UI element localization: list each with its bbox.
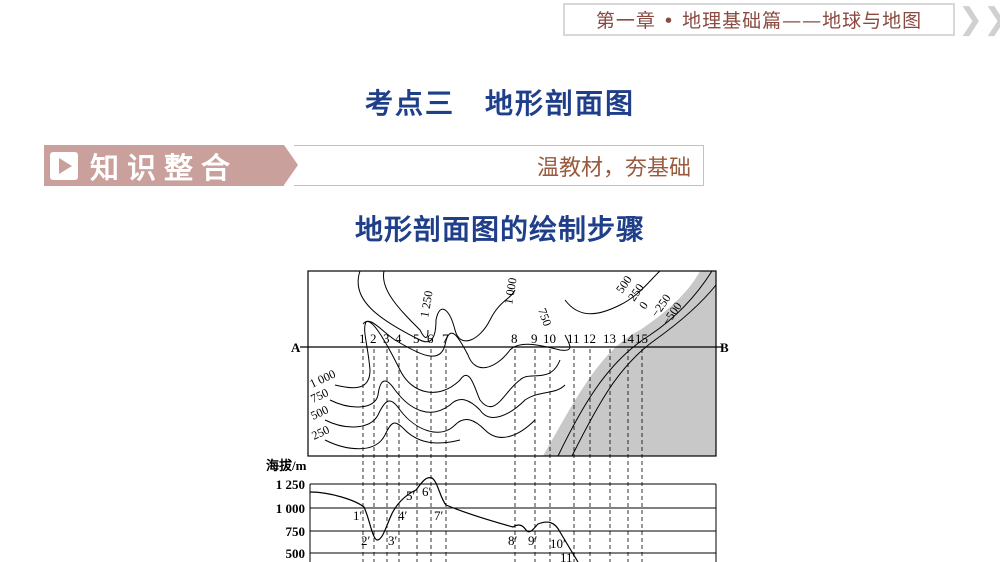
point-label: 5: [413, 331, 420, 346]
section-subtitle: 地形剖面图的绘制步骤: [354, 213, 645, 246]
y-tick-label: 500: [286, 546, 306, 561]
contour-line: [334, 321, 561, 408]
point-label: 12: [583, 331, 596, 346]
contour-line: [383, 270, 429, 338]
profile-point-label: 10′: [550, 536, 566, 551]
y-tick-label: 1 250: [276, 477, 305, 492]
profile-point-label: 4′: [398, 508, 408, 523]
y-axis-title: 海拔/m: [266, 458, 307, 473]
point-label: 1: [359, 331, 366, 346]
contour-line: [564, 270, 661, 315]
point-label: 14: [621, 331, 635, 346]
profile-point-label: 6′: [422, 484, 432, 499]
point-label: 11: [567, 331, 580, 346]
contour-label: 750: [308, 385, 330, 405]
point-label: 9: [531, 331, 538, 346]
point-label: 2: [370, 331, 377, 346]
y-tick-label: 750: [286, 524, 306, 539]
section-banner: 知识整合 温教材，夯基础: [44, 145, 704, 186]
contour-line: [557, 270, 713, 457]
profile-curve: [309, 477, 579, 562]
endpoint-b: B: [720, 340, 729, 355]
profile-point-label: 11′: [560, 550, 576, 562]
chevron-right-icon: ❯❯: [958, 2, 1000, 37]
contour-line: [329, 380, 566, 418]
page-title: 考点三 地形剖面图: [364, 87, 635, 120]
contour-label: 1 000: [501, 277, 519, 306]
banner-left: 知识整合: [44, 145, 284, 186]
banner-label: 知识整合: [90, 150, 239, 185]
contour-label: 250: [309, 422, 331, 442]
point-label: 8: [511, 331, 518, 346]
profile-point-label: 2′: [361, 533, 371, 548]
chapter-title: 第一章 • 地理基础篇——地球与地图: [595, 10, 923, 32]
play-icon: [50, 151, 78, 180]
profile-point-label: 7′: [434, 508, 444, 523]
point-label: 4: [395, 331, 402, 346]
contour-line: [571, 284, 717, 457]
contour-line: [324, 400, 536, 438]
profile-point-label: 5′: [406, 488, 416, 503]
contour-map-frame: [307, 270, 717, 457]
profile-point-label: 9′: [528, 533, 538, 548]
point-label: 6: [427, 331, 434, 346]
point-label: 13: [603, 331, 616, 346]
chapter-header: 第一章 • 地理基础篇——地球与地图: [563, 3, 955, 36]
point-label: 3: [383, 331, 390, 346]
profile-point-label: 3′: [388, 533, 398, 548]
profile-point-label: 1′: [353, 508, 363, 523]
y-tick-label: 1 000: [276, 501, 305, 516]
point-label: 7: [442, 331, 449, 346]
contour-label: 750: [535, 306, 554, 328]
point-label: 10: [543, 331, 556, 346]
endpoint-a: A: [291, 340, 301, 355]
point-label: 15: [635, 331, 648, 346]
contour-line: [362, 320, 571, 369]
contour-label: 1 250: [417, 290, 435, 319]
contour-line: [324, 422, 461, 450]
banner-arrow: [284, 145, 298, 185]
contour-line: [357, 270, 516, 343]
profile-point-label: 8′: [508, 533, 518, 548]
contour-label: 500: [308, 402, 330, 422]
banner-slogan: 温教材，夯基础: [294, 145, 704, 186]
